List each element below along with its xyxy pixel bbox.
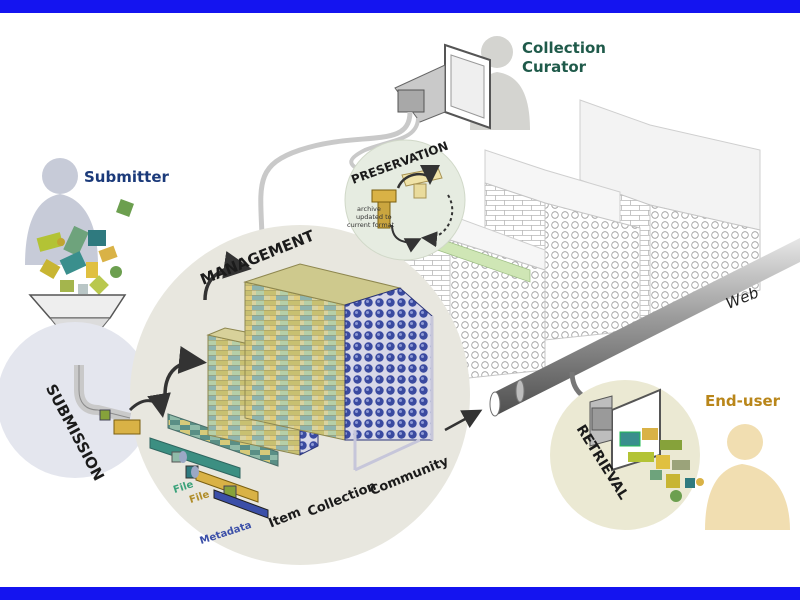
preservation-note: archive updated to current format: [347, 205, 395, 229]
arrow-collection-to-community: [203, 251, 252, 301]
retrieval-objects: [619, 428, 704, 502]
preservation-return-arrow: [421, 194, 454, 248]
preservation-note-line2: updated to: [356, 213, 392, 221]
curator-label-line2: Curator: [522, 58, 587, 76]
submission-objects: [36, 199, 134, 295]
web-pipe: [489, 238, 800, 417]
curator-cable: [258, 111, 413, 236]
preservation-note-line1: archive: [357, 205, 381, 213]
retrieval-monitor: [589, 388, 661, 472]
arrow-to-preservation: [444, 409, 483, 432]
arrow-item-to-collection: [163, 345, 207, 396]
preservation-old-format-block: [371, 189, 397, 229]
curator-monitor: [394, 43, 491, 130]
curator-preservation-cable: [349, 117, 420, 172]
arrow-submission-to-item: [128, 392, 171, 418]
bottom-frame-bar: [0, 587, 800, 600]
item-bundle: [149, 413, 279, 519]
submitter-label: Submitter: [84, 168, 170, 186]
preservation-update-arrow: [396, 164, 440, 189]
enduser-label: End-user: [705, 392, 781, 410]
community-block: [243, 263, 434, 472]
preservation-note-line3: current format: [347, 221, 395, 229]
top-frame-bar: [0, 0, 800, 13]
enduser-silhouette: [705, 424, 790, 530]
curator-label: Collection Curator: [522, 39, 606, 76]
preservation-loop-arrow: [391, 224, 422, 253]
curator-label-line1: Collection: [522, 39, 606, 57]
submission-stream: [99, 409, 141, 435]
